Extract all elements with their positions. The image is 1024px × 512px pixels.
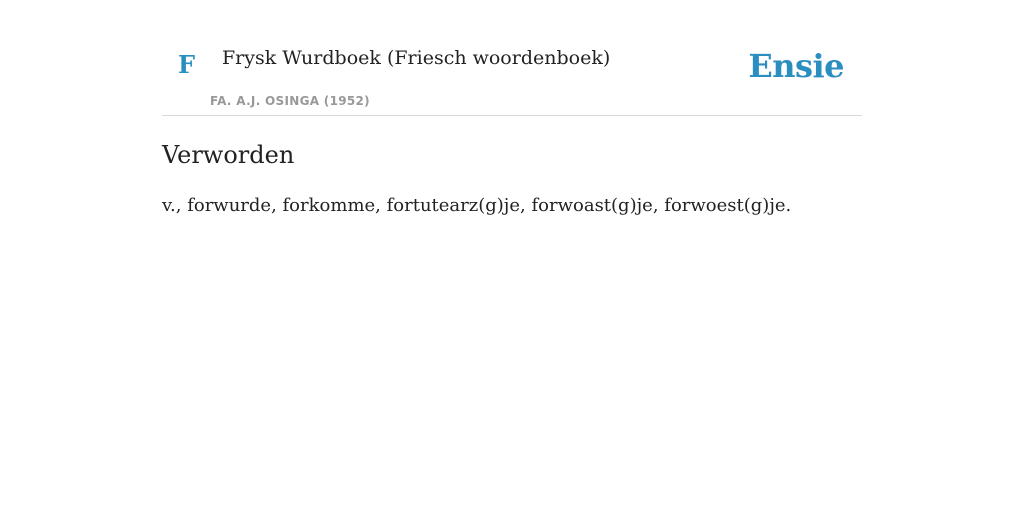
entry-definition: v., forwurde, forkomme, fortutearz(g)je,… — [162, 195, 792, 216]
book-letter-link[interactable]: F — [178, 50, 196, 79]
entry-header: F Frysk Wurdboek (Friesch woordenboek) F… — [162, 0, 862, 116]
entry-title: Verworden — [162, 141, 295, 169]
brand-logo-link[interactable]: Ensie — [748, 47, 844, 85]
book-title-link[interactable]: Frysk Wurdboek (Friesch woordenboek) — [222, 47, 611, 69]
book-author: FA. A.J. OSINGA (1952) — [210, 94, 370, 108]
page-container: F Frysk Wurdboek (Friesch woordenboek) F… — [162, 0, 862, 216]
